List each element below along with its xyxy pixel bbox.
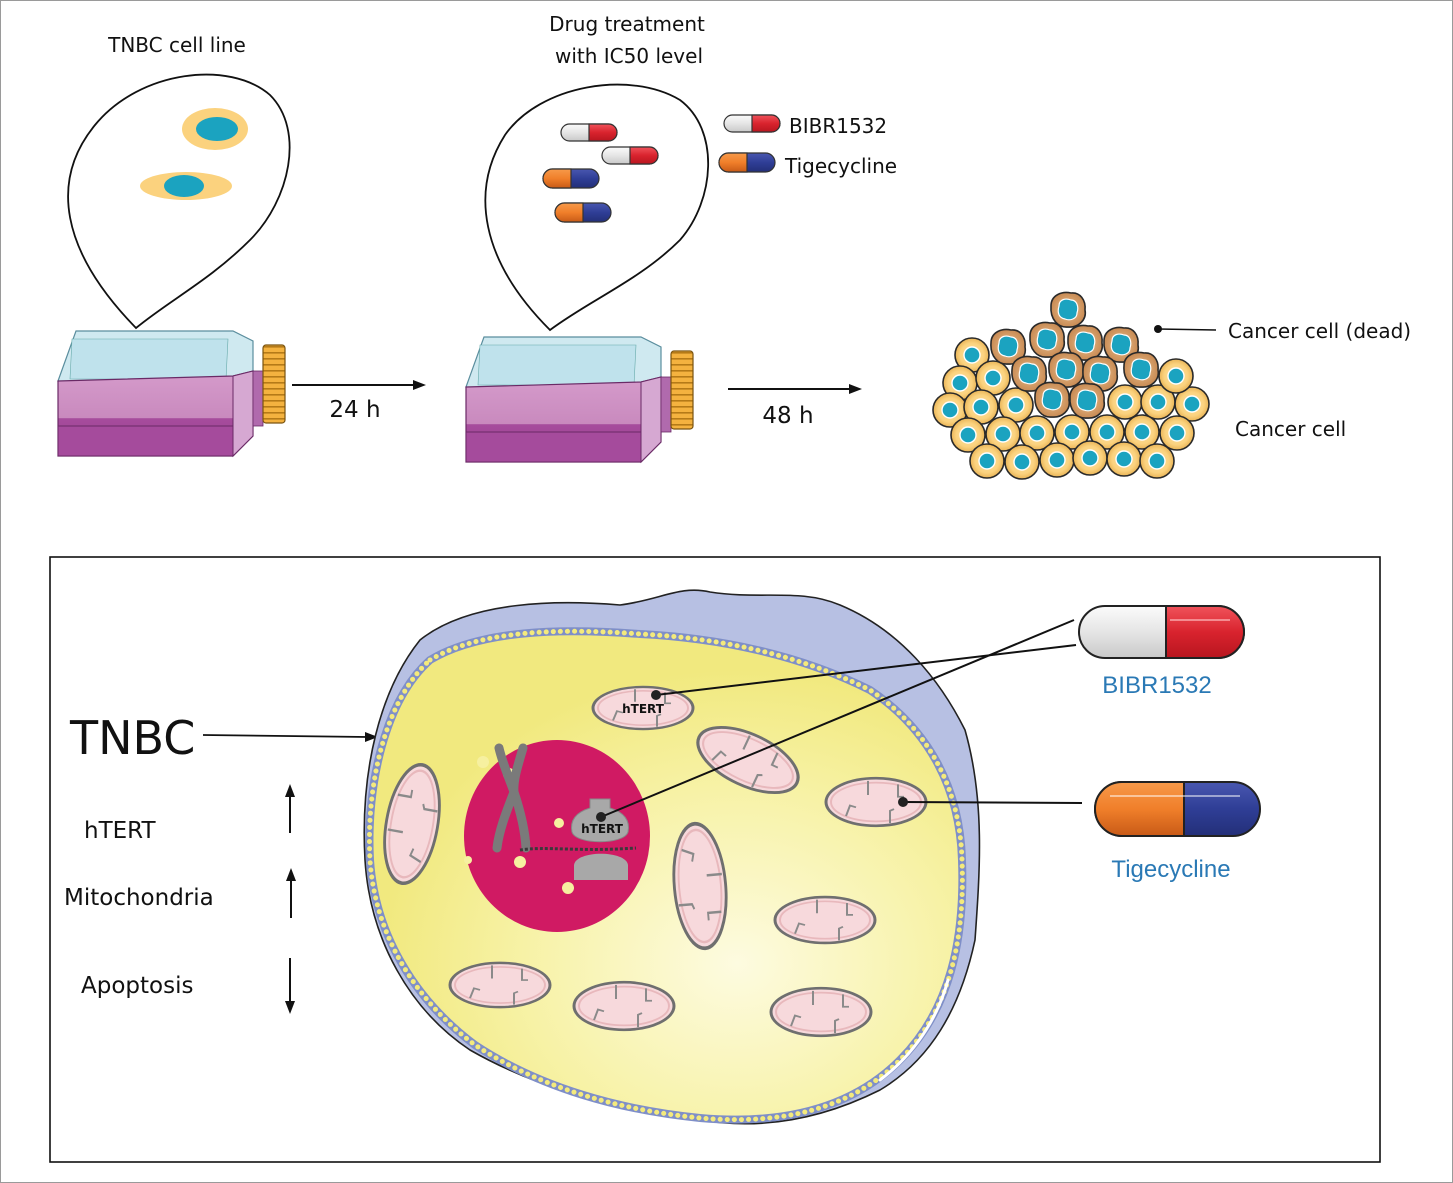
tnbc-cell-illustration: hTERT hTERT	[363, 589, 981, 1125]
arrow-head-icon	[849, 384, 862, 394]
arrow-48h: 48 h	[728, 384, 862, 429]
bibr1532-label: BIBR1532	[1102, 672, 1211, 699]
step-drug-treatment: Drug treatment with IC50 level	[465, 12, 710, 463]
arrow2-label: 48 h	[762, 403, 813, 429]
step2-title-line2: with IC50 level	[555, 44, 703, 68]
step1-title: TNBC cell line	[107, 33, 246, 57]
arrow-head-icon	[413, 380, 426, 390]
drug-tigecycline: Tigecycline	[1094, 781, 1261, 883]
dead-cancer-cell-icon	[1048, 351, 1085, 388]
dna-strand	[519, 846, 637, 852]
drug-target-lines	[596, 619, 1083, 822]
dead-cancer-cell-icon	[1029, 321, 1066, 358]
bibr1532-capsule-icon	[560, 123, 618, 142]
cell-cluster	[932, 291, 1210, 480]
live-cancer-cell-icon	[1107, 384, 1143, 420]
nucleus: hTERT	[464, 740, 650, 932]
live-cancer-cell-icon	[1004, 444, 1040, 480]
nucleus-htert-label: hTERT	[581, 822, 624, 836]
tnbc-cell-icon	[140, 172, 232, 200]
dead-cancer-cell-icon	[1050, 291, 1087, 328]
result-labels: Cancer cell (dead) Cancer cell	[1154, 319, 1411, 441]
effects-summary: TNBC hTERT Mitochondria Apoptosis	[64, 711, 378, 1014]
tigecycline-capsule-icon	[542, 168, 600, 189]
bibr1532-capsule-icon	[723, 114, 781, 133]
drug-legend: BIBR1532 Tigecycline	[718, 114, 897, 178]
mitochondrion-icon	[572, 980, 676, 1032]
lipid-bilayer	[367, 628, 965, 1123]
effect-label-htert: hTERT	[84, 818, 156, 844]
live-cancer-cell-icon	[1139, 443, 1175, 479]
telomere-subunit-icon	[574, 853, 628, 880]
tigecycline-capsule-icon	[554, 202, 612, 223]
live-cancer-cell-icon	[969, 443, 1005, 479]
live-cancer-cell-icon	[1158, 358, 1194, 394]
live-cancer-cell-icon	[1039, 442, 1075, 478]
mechanism-panel	[49, 556, 1381, 1163]
tigecycline-capsule-icon	[718, 152, 776, 173]
step-cell-line: TNBC cell line	[57, 33, 291, 457]
chromosome-icon	[492, 743, 531, 853]
legend-label: Tigecycline	[784, 154, 897, 178]
arrow-up-icon	[286, 868, 296, 918]
bibr1532-capsule-icon	[1078, 605, 1245, 659]
culture-flask-icon	[57, 330, 286, 457]
bibr1532-capsule-icon	[601, 146, 659, 165]
mitochondrion-icon	[769, 986, 873, 1038]
arrow-down-icon	[285, 958, 295, 1014]
tigecycline-label: Tigecycline	[1111, 856, 1230, 883]
dead-cancer-cell-icon	[1034, 381, 1071, 418]
drug-bibr1532: BIBR1532	[1078, 605, 1245, 699]
dead-cancer-cell-icon	[1123, 351, 1160, 388]
live-cancer-cell-icon	[1072, 440, 1108, 476]
live-cancer-cell-icon	[1159, 415, 1195, 451]
legend-item-bibr1532: BIBR1532	[723, 114, 887, 138]
step2-title-line1: Drug treatment	[549, 12, 705, 36]
mitochondrion-icon	[773, 895, 877, 945]
dead-cell-label: Cancer cell (dead)	[1228, 319, 1411, 343]
effect-label-mitochondria: Mitochondria	[64, 885, 214, 911]
tigecycline-capsule-icon	[1094, 781, 1261, 837]
live-cell-label: Cancer cell	[1235, 417, 1346, 441]
arrow-head-icon	[365, 732, 378, 742]
dead-cancer-cell-icon	[1069, 382, 1106, 419]
tnbc-cell-icon	[182, 108, 248, 150]
legend-item-tigecycline: Tigecycline	[718, 152, 897, 178]
legend-label: BIBR1532	[789, 114, 887, 138]
culture-flask-icon	[465, 336, 694, 463]
tnbc-label: TNBC	[69, 711, 195, 765]
arrow-up-icon	[285, 784, 295, 833]
mito-htert-label: hTERT	[622, 702, 665, 716]
magnifier-bubble	[67, 73, 291, 330]
mitochondrion-icon	[448, 961, 552, 1009]
effect-label-apoptosis: Apoptosis	[81, 973, 193, 999]
arrow1-label: 24 h	[329, 397, 380, 423]
arrow-24h: 24 h	[292, 380, 426, 423]
live-cancer-cell-icon	[1106, 441, 1142, 477]
